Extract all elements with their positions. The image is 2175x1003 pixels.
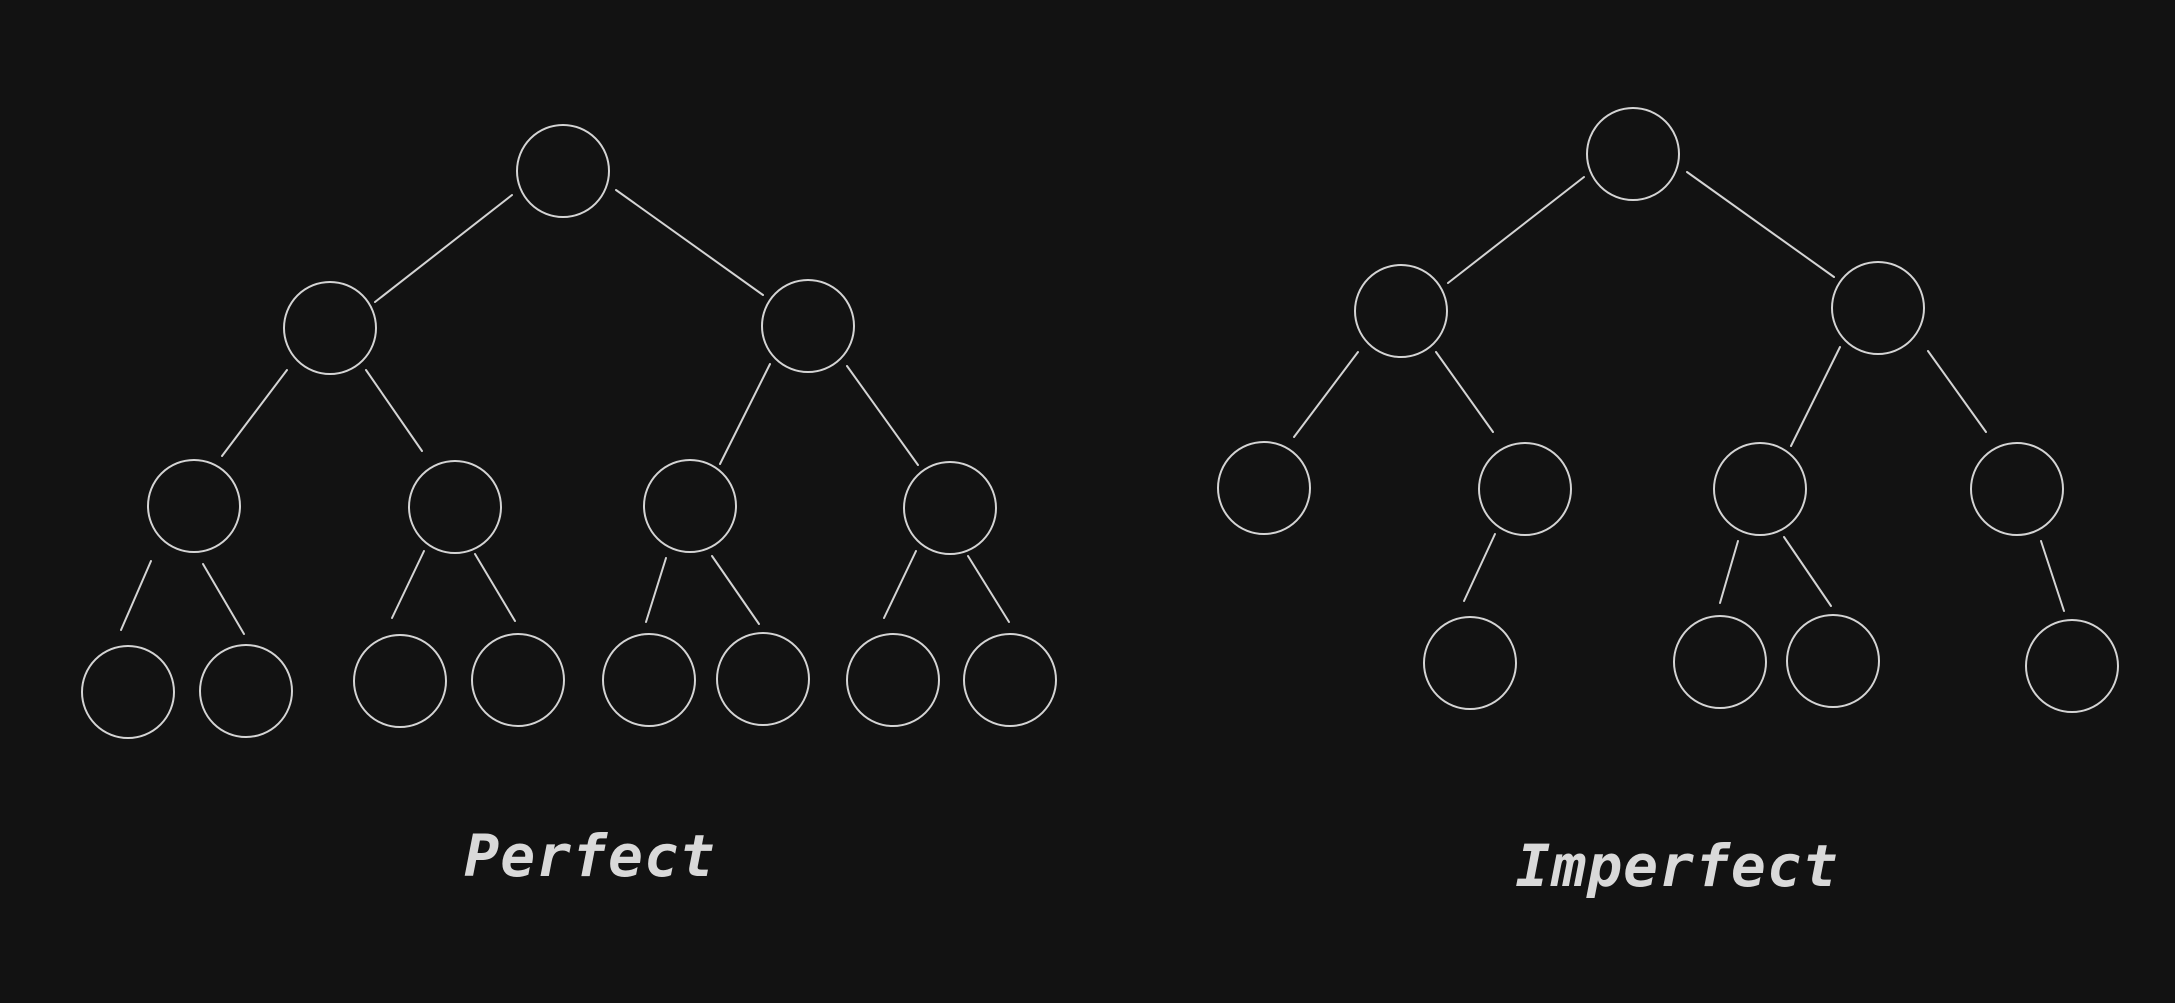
edge — [1435, 351, 1494, 433]
perfect-caption: Perfect — [464, 822, 715, 890]
edge — [883, 550, 917, 619]
edge — [374, 194, 513, 303]
tree-node — [1423, 616, 1517, 710]
tree-node — [199, 644, 293, 738]
edge — [1686, 171, 1835, 278]
tree-node — [353, 634, 447, 728]
edge — [474, 553, 516, 622]
edge — [1463, 533, 1496, 602]
tree-node — [147, 459, 241, 553]
edge — [1790, 346, 1841, 447]
tree-node — [408, 460, 502, 554]
tree-node — [643, 459, 737, 553]
edge — [1293, 351, 1359, 438]
edge — [719, 363, 771, 465]
edge — [202, 563, 245, 635]
edge — [120, 560, 152, 631]
tree-node — [1831, 261, 1925, 355]
tree-node — [903, 461, 997, 555]
tree-node — [1970, 442, 2064, 536]
edge — [221, 369, 288, 457]
edge — [2040, 540, 2065, 612]
tree-node — [1673, 615, 1767, 709]
edge — [615, 189, 764, 296]
tree-node — [283, 281, 377, 375]
edge — [645, 557, 667, 623]
tree-node — [1478, 442, 1572, 536]
tree-node — [1217, 441, 1311, 535]
perfect-tree: Perfect — [81, 124, 1057, 890]
tree-node — [716, 632, 810, 726]
tree-node — [602, 633, 696, 727]
edge — [1447, 176, 1585, 284]
tree-node — [1713, 442, 1807, 536]
edge — [1719, 540, 1739, 604]
tree-node — [761, 279, 855, 373]
tree-node — [81, 645, 175, 739]
tree-node — [1786, 614, 1880, 708]
edge — [846, 365, 919, 466]
tree-node — [471, 633, 565, 727]
edge — [391, 550, 425, 619]
tree-node — [963, 633, 1057, 727]
edge — [1927, 350, 1987, 433]
edge — [967, 555, 1010, 623]
edge — [365, 369, 423, 452]
tree-node — [2025, 619, 2119, 713]
tree-node — [1354, 264, 1448, 358]
edge — [711, 555, 760, 625]
imperfect-caption: Imperfect — [1515, 832, 1838, 900]
tree-node — [846, 633, 940, 727]
tree-node — [1586, 107, 1680, 201]
edge — [1783, 536, 1832, 607]
imperfect-tree: Imperfect — [1217, 107, 2119, 900]
tree-node — [516, 124, 610, 218]
